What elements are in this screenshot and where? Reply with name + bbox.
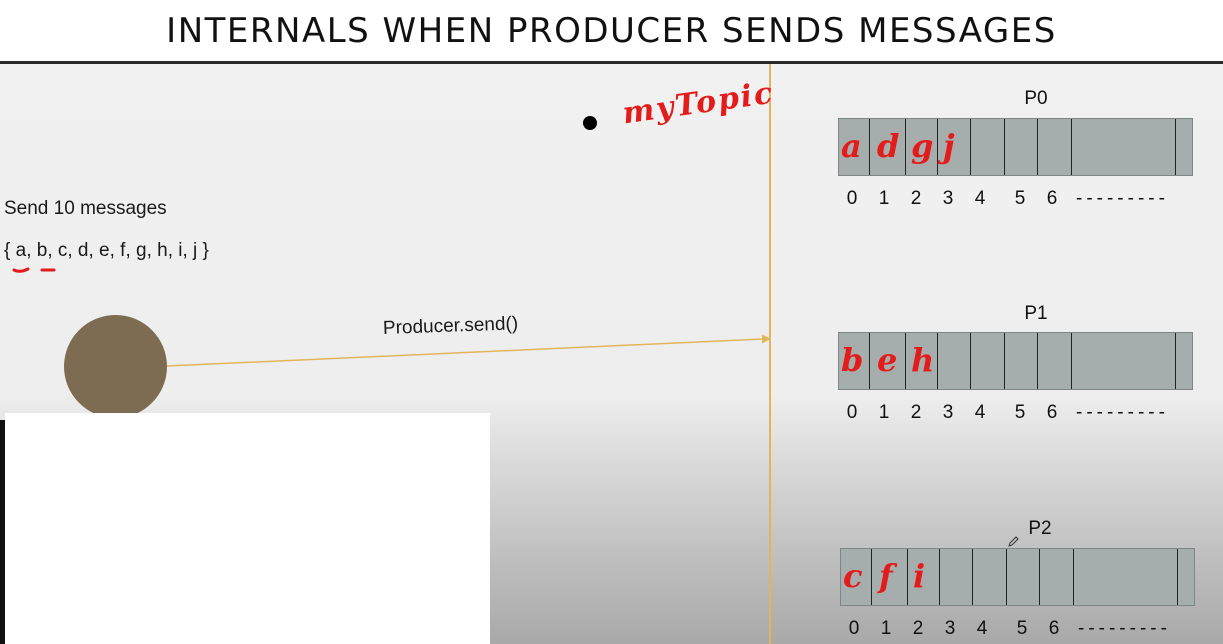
partition-message-f: f (879, 557, 893, 595)
partition-cell-divider (937, 333, 938, 389)
offset-continuation: --------- (1076, 188, 1169, 209)
offset-label: 4 (976, 618, 988, 639)
partition-cell-divider (972, 549, 973, 605)
partition-message-h: h (911, 341, 935, 379)
offset-label: 0 (846, 402, 858, 423)
partition-message-e: e (877, 341, 898, 379)
message-set: { a, b, c, d, e, f, g, h, i, j } (4, 240, 209, 262)
topic-divider-line (769, 64, 771, 644)
partition-message-j: j (943, 127, 955, 165)
offset-label: 1 (878, 188, 890, 209)
page-title: INTERNALS WHEN PRODUCER SENDS MESSAGES (166, 11, 1057, 51)
offset-continuation: --------- (1078, 618, 1171, 639)
offset-continuation: --------- (1076, 402, 1169, 423)
partition-cell-divider (1175, 333, 1176, 389)
producer-send-label: Producer.send() (382, 313, 519, 339)
offset-label: 0 (846, 188, 858, 209)
partition-message-i: i (913, 557, 926, 595)
blank-panel (5, 413, 490, 644)
offset-label: 3 (944, 618, 956, 639)
partition-cell-divider (871, 549, 872, 605)
partition-cell-divider (869, 119, 870, 175)
offset-label: 6 (1048, 618, 1060, 639)
partition-cell-divider (1037, 333, 1038, 389)
offset-label: 3 (942, 402, 954, 423)
partition-cell-divider (937, 119, 938, 175)
partition-cell-divider (1004, 119, 1005, 175)
partition-cell-divider (905, 333, 906, 389)
offset-label: 1 (880, 618, 892, 639)
offset-label: 4 (974, 402, 986, 423)
message-underline-marks (12, 267, 56, 273)
partition-cell-divider (939, 549, 940, 605)
partition-cell-divider (1175, 119, 1176, 175)
partition-cell-divider (1037, 119, 1038, 175)
message-set-text: { a, b, c, d, e, f, g, h, i, j } (4, 240, 209, 261)
offset-label: 3 (942, 188, 954, 209)
partition-message-d: d (877, 127, 900, 165)
offset-label: 4 (974, 188, 986, 209)
partition-cell-divider (869, 333, 870, 389)
send-messages-label: Send 10 messages (4, 198, 167, 219)
partition-label-p0: P0 (1024, 88, 1048, 109)
offset-label: 2 (910, 402, 922, 423)
offset-label: 5 (1014, 402, 1026, 423)
offset-label: 6 (1046, 402, 1058, 423)
partition-message-g: g (911, 127, 934, 165)
producer-node (64, 315, 167, 418)
partition-message-a: a (841, 127, 862, 165)
partition-cell-divider (1006, 549, 1007, 605)
panel-edge (0, 420, 5, 644)
partition-cell-divider (1177, 549, 1178, 605)
partition-cell-divider (1073, 549, 1074, 605)
partition-message-b: b (841, 341, 864, 379)
offset-label: 2 (910, 188, 922, 209)
partition-label-p2: P2 (1028, 518, 1052, 539)
partition-cell-divider (1071, 119, 1072, 175)
offset-label: 0 (848, 618, 860, 639)
offset-label: 1 (878, 402, 890, 423)
bullet-dot (583, 116, 597, 130)
pencil-cursor-icon (1008, 536, 1019, 547)
partition-cell-divider (905, 119, 906, 175)
partition-cell-divider (1039, 549, 1040, 605)
partition-label-p1: P1 (1024, 303, 1048, 324)
offset-label: 6 (1046, 188, 1058, 209)
partition-cell-divider (970, 119, 971, 175)
offset-label: 5 (1014, 188, 1026, 209)
partition-cell-divider (1004, 333, 1005, 389)
title-divider (0, 61, 1223, 64)
partition-cell-divider (907, 549, 908, 605)
offset-label: 2 (912, 618, 924, 639)
partition-message-c: c (843, 557, 863, 595)
partition-cell-divider (1071, 333, 1072, 389)
offset-label: 5 (1016, 618, 1028, 639)
partition-cell-divider (970, 333, 971, 389)
